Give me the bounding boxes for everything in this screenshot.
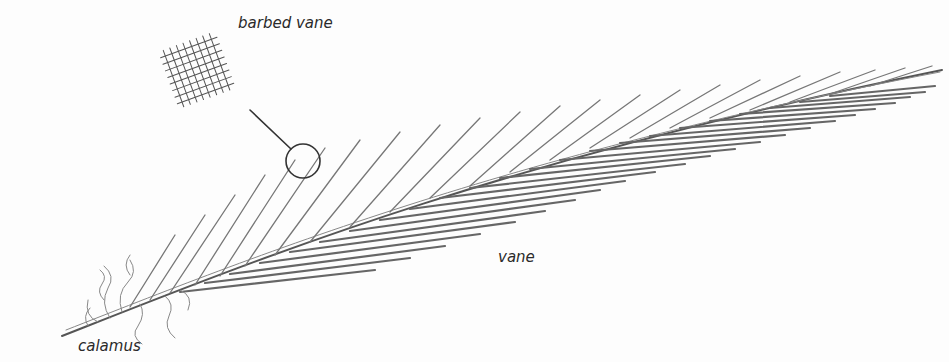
feather-drawing: [62, 32, 942, 344]
feather-shaft: [66, 72, 940, 330]
downy-barbs: [85, 255, 189, 344]
part-label: barbed vane: [236, 14, 335, 33]
upper-barbs: [130, 66, 932, 307]
feather-shaft: [62, 70, 942, 336]
leader-line: [250, 110, 291, 149]
part-label: vane: [496, 248, 537, 267]
barb-grid-detail: [159, 32, 236, 109]
lower-barbs: [180, 86, 935, 292]
part-label: calamus: [76, 337, 143, 356]
